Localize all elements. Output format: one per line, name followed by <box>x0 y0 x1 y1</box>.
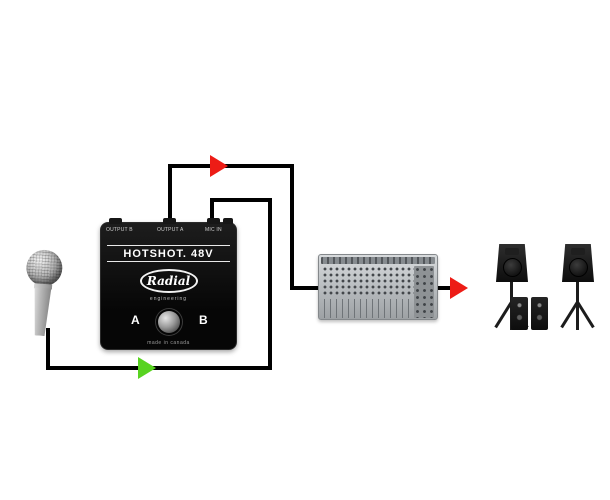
wire-to-mixer <box>290 286 320 290</box>
wire-mic-right-vertical <box>268 198 272 370</box>
speaker-stand-pole <box>510 282 513 306</box>
hotshot-device: OUTPUT B OUTPUT A MIC IN HOTSHOT. 48V Ra… <box>100 218 237 350</box>
connector-jack <box>109 218 122 224</box>
pa-speaker-left <box>480 244 544 336</box>
connector-jack <box>207 218 220 224</box>
speaker-woofer <box>503 258 522 277</box>
wire-mixer-to-speakers <box>438 286 452 290</box>
connector-jack <box>163 218 176 224</box>
floor-amp-box <box>511 297 528 330</box>
output-a-label: A <box>131 313 140 327</box>
floor-amp-box <box>531 297 548 330</box>
speaker-stand-leg <box>576 302 579 330</box>
mixing-console <box>318 254 438 320</box>
footswitch-button <box>158 311 180 333</box>
wire-mic-top-horizontal <box>210 198 272 202</box>
brand-subtitle: engineering <box>149 296 188 302</box>
connector-jack <box>223 218 233 224</box>
wire-mic-vertical <box>46 328 50 370</box>
connector-label: OUTPUT B <box>106 227 133 233</box>
speaker-horn <box>571 248 585 255</box>
red-arrow-icon-mixer-to-speakers <box>450 277 468 299</box>
speaker-horn <box>505 248 519 255</box>
speaker-stand-pole <box>576 282 579 306</box>
wire-mic-input-drop <box>210 198 214 224</box>
radial-logo: Radial <box>139 269 198 293</box>
speaker-woofer <box>569 258 588 277</box>
wire-mic-bottom-horizontal <box>46 366 272 370</box>
microphone-head <box>25 248 64 288</box>
device-title: HOTSHOT. 48V <box>123 247 214 260</box>
red-arrow-icon-hotshot-to-mixer <box>210 155 228 177</box>
microphone <box>19 248 69 339</box>
brand-name: Radial <box>146 274 191 288</box>
green-arrow-icon-mic-to-hotshot <box>138 357 156 379</box>
wire-output-top-horizontal <box>168 164 294 168</box>
microphone-handle <box>29 287 54 336</box>
made-in-label: made in canada <box>147 340 190 346</box>
speaker-cabinet <box>496 244 528 282</box>
connector-label: OUTPUT A <box>157 227 184 233</box>
mixer-master-section <box>414 266 434 318</box>
mixer-jack-row <box>321 257 435 264</box>
wire-output-right-vertical <box>290 164 294 290</box>
wire-output-vertical <box>168 164 172 224</box>
pa-speaker-right <box>546 244 610 336</box>
connector-label: MIC IN <box>205 227 222 233</box>
mixer-fader-section <box>322 299 414 318</box>
speaker-cabinet <box>562 244 594 282</box>
mixer-knob-grid <box>322 266 414 296</box>
device-title-band: HOTSHOT. 48V <box>107 245 230 262</box>
output-b-label: B <box>199 313 208 327</box>
